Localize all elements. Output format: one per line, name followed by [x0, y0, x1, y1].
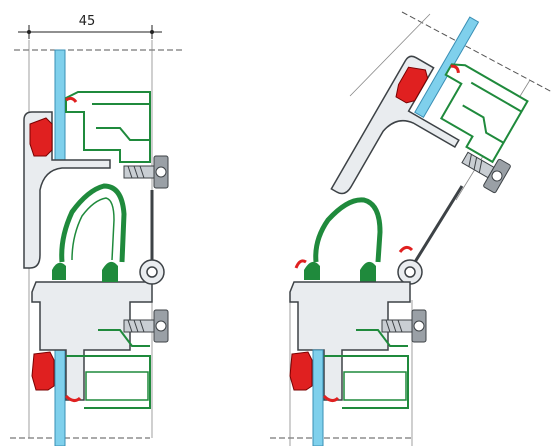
gasket-upper-left: [29, 117, 53, 157]
dimension-dot-left: [27, 30, 31, 34]
gasket-upper-right: [65, 96, 78, 103]
screw-icon: [123, 155, 169, 189]
glass-pane-lower-open: [312, 349, 324, 446]
open-tilt-guide-left: [349, 13, 431, 97]
bottom-seal-right-open: [360, 261, 376, 282]
bottom-seal-left-open: [304, 261, 320, 280]
screw-icon: [123, 309, 169, 343]
gasket-tilted-top: [450, 64, 460, 74]
gasket-lower-open: [289, 351, 313, 391]
frame-profile-lower-open: [289, 281, 411, 401]
thermal-break-lower: [66, 329, 151, 409]
glass-pane-lower: [54, 349, 66, 446]
thermal-break-lower-open: [324, 329, 409, 409]
red-lip-open: [294, 259, 307, 269]
hinge-arm: [408, 185, 464, 271]
red-lip-open-2: [398, 245, 414, 253]
thermal-break-tilted: [462, 81, 522, 144]
green-seal-arc: [59, 183, 127, 263]
screw-icon: [461, 151, 511, 194]
thermal-break-lower-open-box: [343, 371, 407, 401]
gasket-lower-right: [64, 394, 82, 403]
frame-profile-lower: [31, 281, 153, 401]
screw-icon: [381, 309, 427, 343]
open-window-section: [270, 11, 552, 446]
closed-window-section: [10, 40, 182, 446]
bottom-seal-right: [102, 261, 118, 282]
thermal-break-lower-box: [85, 371, 149, 401]
dimension-dot-right: [150, 30, 154, 34]
gasket-lower-left: [31, 351, 55, 391]
tilted-sash: [330, 16, 529, 195]
glass-pane-upper: [54, 49, 66, 163]
dimension-label: 45: [79, 14, 96, 29]
green-seal-arc-open: [313, 197, 383, 263]
gasket-tilted: [395, 66, 429, 104]
hinge-icon: [397, 259, 423, 285]
dimension-annotation: 45: [18, 14, 162, 39]
bottom-seal-left: [52, 262, 66, 280]
green-seal-inner: [71, 197, 115, 261]
thermal-break-upper: [92, 103, 150, 141]
gasket-lower-open-right: [322, 394, 340, 403]
sash-profile-tilted: [330, 55, 460, 195]
glazing-bead-tilted: [439, 63, 529, 164]
hinge-icon: [139, 190, 165, 285]
open-tilt-dashed-line: [401, 11, 552, 93]
